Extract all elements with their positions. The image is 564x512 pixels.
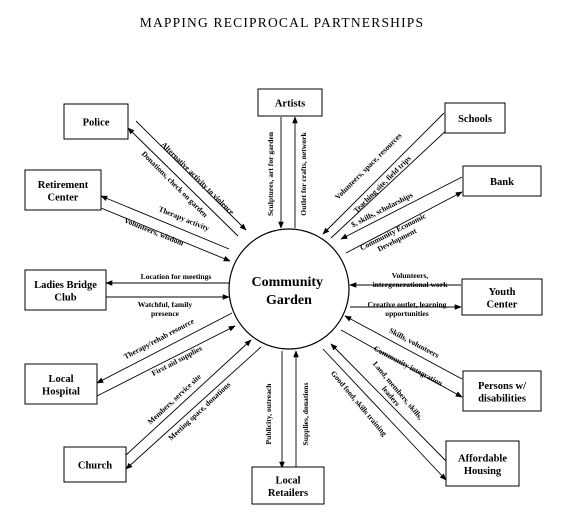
label-line: intergenerational work [373,280,449,289]
partner-label-ladies-1: Ladies Bridge [34,280,97,291]
partner-label-police-1: Police [83,118,110,129]
arrow-20 [125,346,262,470]
center-line-1: Community [251,275,323,290]
label-line: Good food, skills training [329,369,389,438]
label-retirement-from: Volunteers, wisdom [123,216,186,248]
label-line: Supplies, donations [301,383,310,446]
label-line: opportunities [385,309,429,318]
center-line-2: Garden [266,293,312,308]
partner-label-disabilities-1: Persons w/ [478,381,527,392]
partner-label-hospital-2: Hospital [42,386,80,397]
partner-box-artists: Artists [257,88,323,117]
arrow-22 [322,348,447,481]
partner-box-schools: Schools [444,102,506,134]
arrow-15 [96,312,233,384]
partner-label-schools-1: Schools [458,114,492,125]
arrow-17 [344,315,463,380]
partner-label-retailers-2: Retailers [268,488,308,499]
label-retailers-from: Supplies, donations [301,383,310,446]
arrow-7 [100,195,230,250]
partner-label-housing-2: Housing [464,466,502,477]
label-line: Watchful, family [138,300,193,309]
arrow-16 [96,325,236,397]
label-ladies-to: Location for meetings [141,272,212,281]
label-youth-to: Volunteers,intergenerational work [373,271,449,289]
label-line: Outlet for crafts, network [299,132,308,216]
label-line: Volunteers, wisdom [123,216,186,248]
partner-label-retirement-1: Retirement [38,180,89,191]
arrow-9 [340,176,463,240]
partner-label-retirement-2: Center [48,192,79,203]
partner-box-police: Police [63,103,129,140]
arrow-3 [127,127,239,237]
label-retailers-to: Publicity, outreach [264,383,273,445]
partner-label-housing-1: Affordable [458,453,507,464]
arrow-19 [125,339,252,456]
partner-box-disabilities: Persons w/disabilities [462,370,542,412]
partner-box-bank: Bank [462,165,542,197]
label-housing-to: Good food, skills training [329,369,389,438]
label-church-from: Meeting space, donations [166,380,232,442]
svg-text:Community Garden: Community Garden [251,275,326,308]
label-line: Creative outlet, learning [368,300,447,309]
arrow-4 [135,120,247,231]
partner-box-church: Church [63,446,127,483]
partner-label-bank-1: Bank [490,177,514,188]
label-line: Sculptures, art for garden [266,131,275,216]
partner-label-youth-1: Youth [489,287,516,298]
label-line: Meeting space, donations [166,380,232,442]
arrow-18 [340,329,463,398]
partner-label-disabilities-2: disabilities [478,393,526,404]
label-line: Publicity, outreach [264,383,273,445]
label-artists-to: Sculptures, art for garden [266,131,275,216]
connector-arrows [96,112,463,481]
diagram-title: MAPPING RECIPROCAL PARTNERSHIPS [140,15,424,30]
center-node-community-garden: Community Garden [228,228,350,350]
arrow-6 [330,125,452,239]
label-line: Location for meetings [141,272,212,281]
partner-label-artists-1: Artists [275,99,305,110]
arrow-21 [330,343,448,463]
arrow-8 [100,207,231,262]
partner-label-youth-2: Center [487,299,518,310]
partner-label-retailers-1: Local [275,475,300,486]
partner-label-ladies-2: Club [54,292,76,303]
arrow-10 [345,191,463,254]
partner-label-hospital-1: Local [48,374,73,385]
partner-label-church-1: Church [78,461,112,472]
arrow-5 [322,112,445,235]
label-line: Volunteers, [392,271,429,280]
label-artists-from: Outlet for crafts, network [299,132,308,216]
label-line: presence [151,309,180,318]
